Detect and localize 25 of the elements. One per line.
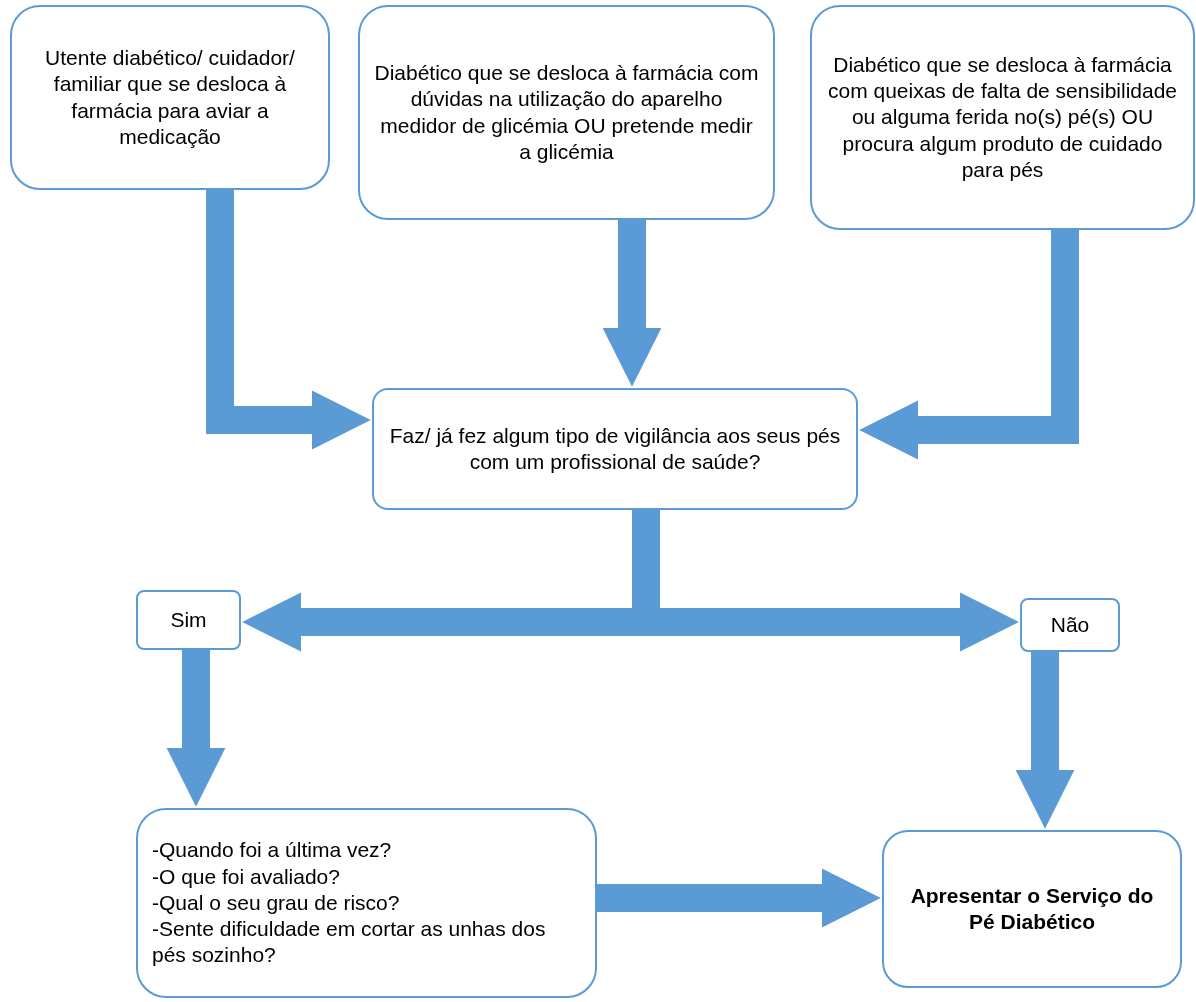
process-box (136, 808, 597, 998)
result-text: Apresentar o Serviço do Pé Diabético (909, 882, 1155, 935)
answer-box (1020, 598, 1120, 652)
block-arrow (206, 190, 371, 450)
node-text: -Qual o seu grau de risco? (152, 889, 400, 916)
node-text: Faz/ já fez algum tipo de vigilância aos seus pés com um profissional de saúde? (388, 422, 842, 475)
block-arrow (1015, 652, 1075, 829)
node-text: Não (1050, 611, 1090, 638)
process-box (882, 830, 1182, 988)
node-text: Diabético que se desloca à farmácia com dúvidas na utilização do aparelho medidor de glicémia OU pretende medir a glicémia (374, 60, 759, 165)
block-arrow (602, 220, 662, 387)
node-text: Sim (170, 606, 207, 633)
node-text: Utente diabético/ cuidador/ familiar que se desloca à farmácia para aviar a medicação (44, 45, 296, 150)
process-box (810, 5, 1195, 230)
question-box (372, 388, 858, 510)
node-text: -Sente dificuldade em cortar as unhas dos pés sozinho? (152, 916, 547, 969)
block-arrow (166, 650, 226, 807)
process-box (358, 5, 775, 220)
process-box (10, 5, 330, 190)
answer-box (136, 590, 241, 650)
node-text: Diabético que se desloca à farmácia com queixas de falta de sensibilidade ou alguma ferida no(s) pé(s) OU procura algum produto de cuidado para pés (826, 51, 1179, 183)
block-arrow (859, 230, 1079, 460)
node-text: -O que foi avaliado? (152, 863, 340, 890)
node-text: -Quando foi a última vez? (152, 837, 392, 864)
block-arrow (597, 868, 881, 928)
